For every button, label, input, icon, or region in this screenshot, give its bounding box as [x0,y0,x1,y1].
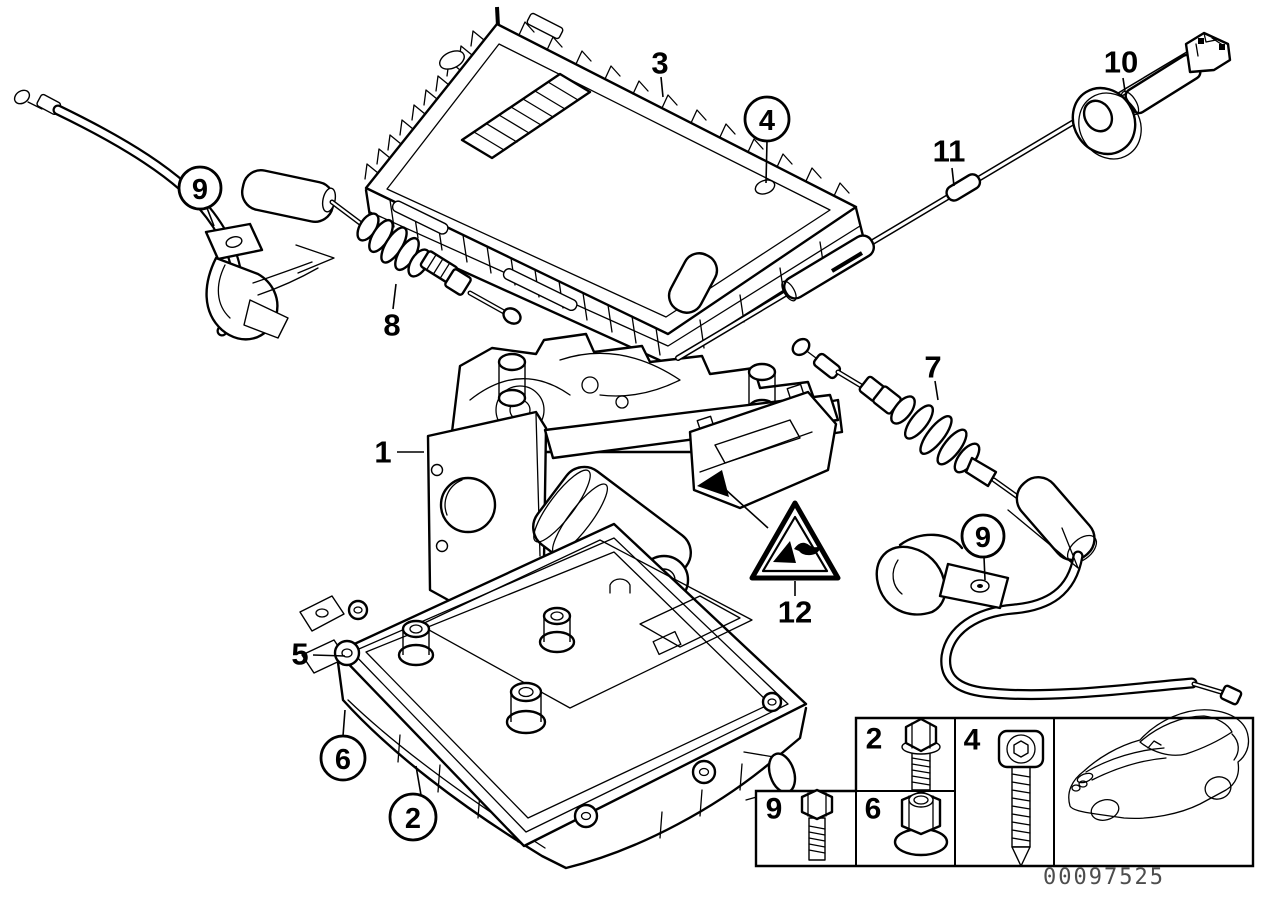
pinch-point-arrow [697,470,769,529]
callout-2[interactable]: 2 [388,765,438,842]
actuator-connector [688,383,838,510]
callout-8-label[interactable]: 8 [383,308,400,343]
callout-10-label[interactable]: 10 [1104,45,1138,80]
legend-4-label[interactable]: 4 [964,724,981,757]
pinch-hazard-icon [773,541,821,563]
callout-12[interactable]: 12 [778,581,812,630]
housing-stud [397,619,435,667]
callout-3[interactable]: 3 [651,46,669,98]
legend-2-label[interactable]: 2 [866,723,883,756]
callout-3-label[interactable]: 3 [651,46,668,81]
callout-1[interactable]: 1 [374,435,424,470]
callout-5-label[interactable]: 5 [291,637,308,672]
callout-7[interactable]: 7 [924,350,942,401]
right-parking-brake-cable [791,337,1243,706]
cover-part [364,6,866,366]
flanged-hex-bolt-icon [901,717,941,791]
callout-9-left[interactable]: 9 [177,165,223,227]
housing-stud [505,681,547,735]
legend-cell-4[interactable]: 4 [964,724,1045,867]
callout-10[interactable]: 10 [1104,45,1138,92]
fastener-legend: 2 4 9 [754,709,1255,868]
callout-4-label[interactable]: 4 [759,105,775,137]
callout-1-label[interactable]: 1 [374,435,391,470]
lower-housing [299,522,808,870]
legend-cell-2[interactable]: 2 [866,717,941,791]
legend-6-label[interactable]: 6 [865,793,882,826]
legend-cell-6[interactable]: 6 [865,790,949,857]
cable-adjuster-part [329,199,522,325]
callout-5[interactable]: 5 [291,637,346,672]
actuator-unit [426,332,844,615]
callout-2-label[interactable]: 2 [405,803,421,835]
callout-6[interactable]: 6 [319,709,367,782]
callout-4[interactable]: 4 [743,95,791,184]
socket-head-screw-icon [997,729,1045,867]
pinch-warning-triangle [749,500,841,581]
callout-11[interactable]: 11 [933,134,966,187]
legend-cell-9[interactable]: 9 [766,788,834,861]
callout-12-label[interactable]: 12 [778,595,812,630]
hex-bolt-icon [800,788,834,861]
left-cable-bracket [204,222,289,341]
release-rod [675,45,1201,361]
callout-9-left-label[interactable]: 9 [192,174,208,206]
callout-11-label[interactable]: 11 [933,134,966,169]
callout-7-label[interactable]: 7 [924,350,941,385]
callout-6-label[interactable]: 6 [335,744,351,776]
insert-direction-arrow-right [1007,509,1079,569]
image-number: 00097525 [1043,865,1165,890]
insert-direction-arrow-left [252,244,335,296]
callout-9-right-label[interactable]: 9 [975,522,991,554]
housing-stud [538,606,576,654]
actuator-post-left [497,352,527,408]
flanged-nut-icon [893,790,949,857]
callout-8[interactable]: 8 [383,283,401,343]
callout-9-right[interactable]: 9 [960,513,1006,581]
left-parking-brake-cable [13,89,337,337]
right-cable-bracket [875,533,1010,616]
legend-9-label[interactable]: 9 [766,793,783,826]
grommet-and-guide [1071,31,1232,160]
vehicle-icon [1068,709,1250,821]
